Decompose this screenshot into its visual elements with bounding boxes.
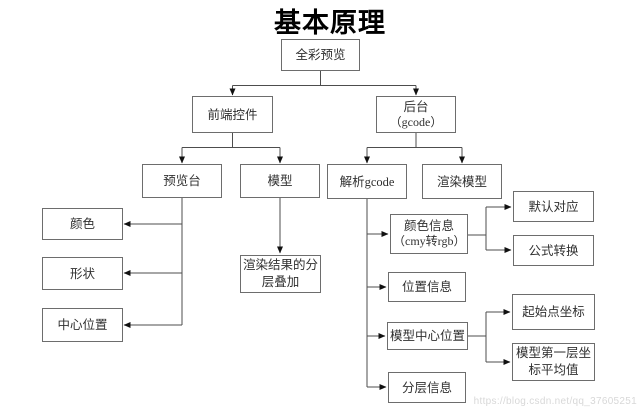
node-sublabel: （gcode）: [389, 114, 443, 129]
node-label: 位置信息: [401, 280, 452, 294]
node-model: 模型: [240, 164, 320, 198]
node-label: 渲染模型: [436, 174, 487, 189]
node-position-info: 位置信息: [388, 272, 466, 302]
node-formula-conversion: 公式转换: [513, 235, 594, 266]
node-label: 颜色: [69, 217, 95, 231]
node-label: 全彩预览: [295, 48, 346, 62]
page-title: 基本原理: [274, 8, 386, 38]
node-label: 模型第一层坐标平均值: [515, 346, 591, 377]
node-color-info: 颜色信息 （cmy转rgb）: [390, 214, 468, 254]
node-shape: 形状: [42, 257, 123, 290]
node-label: 默认对应: [528, 199, 579, 214]
node-label: 分层信息: [401, 380, 452, 395]
node-label: 渲染结果的分层叠加: [243, 258, 319, 289]
node-render-model: 渲染模型: [422, 164, 502, 199]
node-default-mapping: 默认对应: [513, 191, 594, 222]
node-label: 中心位置: [57, 318, 108, 332]
node-model-first-layer-avg: 模型第一层坐标平均值: [512, 343, 595, 381]
node-frontend-controls: 前端控件: [192, 96, 273, 133]
node-start-point-coord: 起始点坐标: [512, 294, 595, 330]
node-layer-info: 分层信息: [388, 372, 466, 403]
node-label: 模型中心位置: [390, 329, 466, 343]
node-label: 公式转换: [528, 243, 579, 258]
node-model-center-position: 模型中心位置: [387, 322, 468, 350]
node-label: 形状: [69, 266, 95, 281]
node-sublabel: （cmy转rgb）: [393, 234, 466, 249]
node-label: 预览台: [163, 174, 201, 188]
node-label: 解析gcode: [339, 174, 395, 189]
node-label: 颜色信息: [403, 219, 454, 234]
node-backend-gcode: 后台 （gcode）: [376, 96, 456, 133]
node-label: 起始点坐标: [522, 305, 585, 319]
node-label: 后台: [403, 99, 429, 114]
node-color: 颜色: [42, 208, 123, 240]
node-full-color-preview: 全彩预览: [281, 39, 360, 71]
node-render-result-overlay: 渲染结果的分层叠加: [240, 255, 321, 293]
node-parse-gcode: 解析gcode: [327, 164, 407, 199]
node-center-position: 中心位置: [42, 308, 123, 342]
node-label: 前端控件: [207, 107, 258, 122]
node-label: 模型: [267, 174, 293, 188]
watermark: https://blog.csdn.net/qq_37605251: [473, 396, 637, 407]
node-preview-stage: 预览台: [142, 164, 222, 198]
